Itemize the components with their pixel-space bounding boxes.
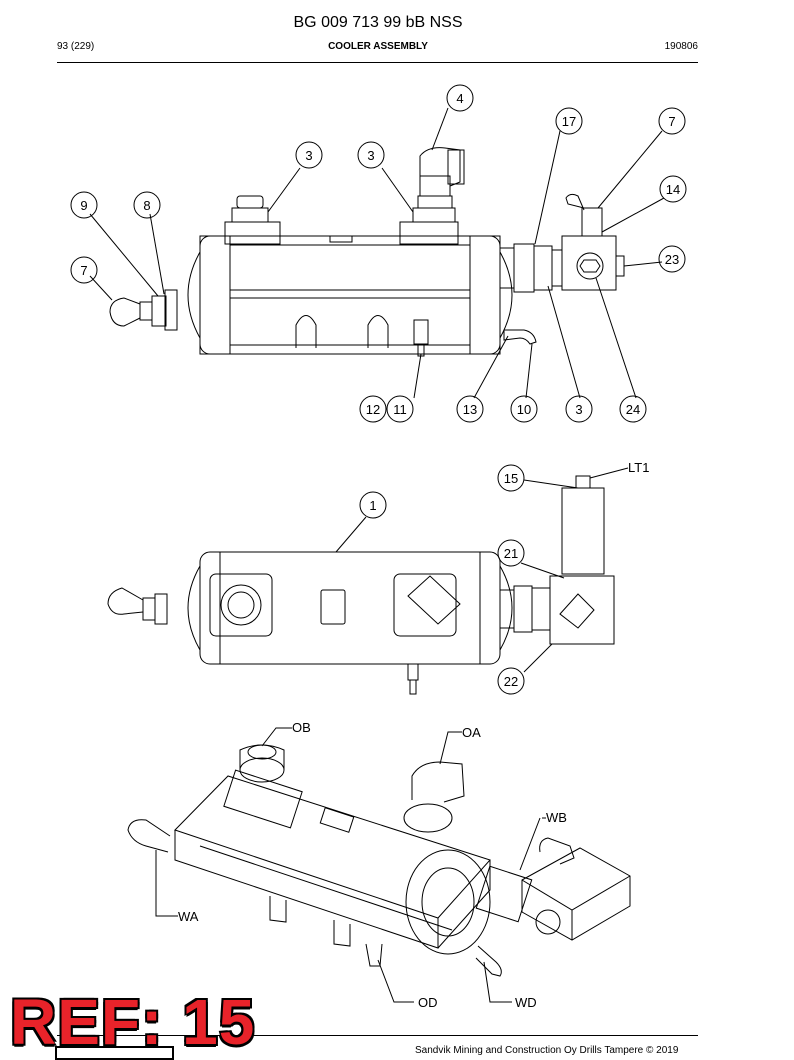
label-lt1: LT1	[628, 460, 649, 475]
footer-rule	[57, 1035, 698, 1036]
callout-number: 17	[562, 114, 576, 129]
port-label-wa: WA	[178, 909, 199, 924]
document-date: 190806	[664, 41, 698, 52]
port-label-wd: WD	[515, 995, 537, 1010]
port-label-od: OD	[418, 995, 438, 1010]
callout-number: 3	[305, 148, 312, 163]
callout-number: 3	[367, 148, 374, 163]
ref-stamp: REF: 15	[10, 986, 256, 1058]
callout-number: 7	[668, 114, 675, 129]
middle-view-drawing	[107, 464, 629, 695]
port-label-wb: WB	[546, 810, 567, 825]
middle-view-callout-labels: 15 1 21 22 LT1	[369, 460, 649, 689]
callout-number: 4	[456, 91, 463, 106]
bottom-view-drawing	[127, 727, 631, 1003]
callout-number: 1	[369, 498, 376, 513]
header-rule	[57, 62, 698, 63]
callout-number: 23	[665, 252, 679, 267]
callout-number: 12	[366, 402, 380, 417]
callout-number: 24	[626, 402, 640, 417]
callout-number: 10	[517, 402, 531, 417]
callout-number: 11	[393, 402, 407, 417]
callout-number: 3	[575, 402, 582, 417]
callout-number: 13	[463, 402, 477, 417]
footer-copyright: Sandvik Mining and Construction Oy Drill…	[415, 1045, 679, 1056]
port-label-ob: OB	[292, 720, 311, 735]
callout-number: 22	[504, 674, 518, 689]
callout-number: 21	[504, 546, 518, 561]
document-title: BG 009 713 99 bB NSS	[293, 14, 463, 31]
callout-number: 7	[80, 263, 87, 278]
port-label-oa: OA	[462, 725, 481, 740]
callout-number: 15	[504, 471, 518, 486]
top-view-callout-labels: 4 17 7 3 3 14 9 8 23 7 12 11 13 10 3 24	[80, 91, 680, 417]
callout-number: 8	[143, 198, 150, 213]
bottom-view-port-labels: OB OA WB WA OD WD	[178, 720, 567, 1010]
callout-number: 14	[666, 182, 680, 197]
top-view-drawing	[70, 84, 687, 423]
page-number: 93 (229)	[57, 41, 95, 52]
section-title: COOLER ASSEMBLY	[328, 41, 428, 52]
callout-number: 9	[80, 198, 87, 213]
